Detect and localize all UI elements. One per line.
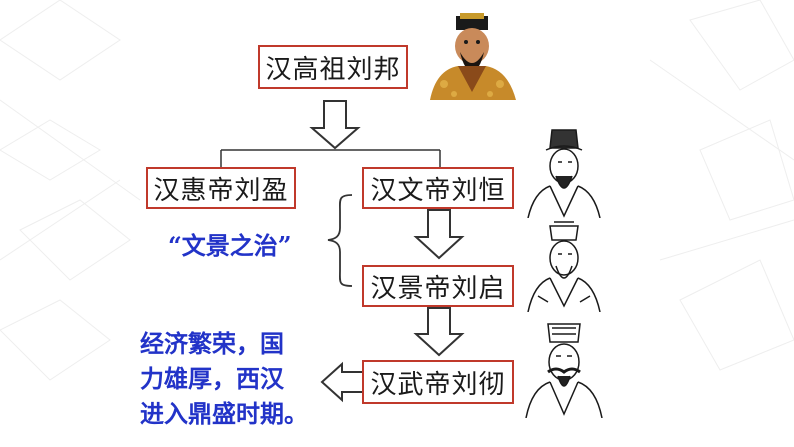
node-wudi-label: 汉武帝刘彻: [370, 369, 506, 400]
branch-connector: [220, 149, 441, 170]
node-gaozu: 汉高祖刘邦: [258, 45, 408, 89]
node-wendi-label: 汉文帝刘恒: [370, 175, 506, 206]
summary-note: 经济繁荣，国 力雄厚，西汉 进入鼎盛时期。: [140, 326, 330, 431]
hollow-down-arrow: [309, 100, 361, 150]
node-wudi: 汉武帝刘彻: [362, 360, 514, 404]
era-label: “文景之治”: [168, 231, 292, 260]
node-jingdi: 汉景帝刘启: [362, 265, 514, 307]
node-huidi-label: 汉惠帝刘盈: [153, 175, 289, 206]
summary-line: 进入鼎盛时期。: [140, 399, 308, 428]
node-jingdi-label: 汉景帝刘启: [370, 273, 506, 304]
slide-footer: [0, 437, 794, 447]
node-gaozu-label: 汉高祖刘邦: [265, 54, 401, 85]
node-wendi: 汉文帝刘恒: [362, 167, 514, 209]
node-huidi: 汉惠帝刘盈: [146, 167, 296, 209]
portrait-gaozu-image: [420, 12, 524, 100]
hollow-down-arrow: [413, 307, 465, 357]
portrait-jingdi-image: [527, 221, 601, 312]
portrait-wendi-image: [527, 129, 601, 218]
summary-line: 力雄厚，西汉: [140, 364, 284, 393]
portrait-wudi-image: [525, 323, 603, 418]
summary-line: 经济繁荣，国: [140, 329, 284, 358]
hollow-down-arrow: [413, 209, 465, 260]
left-curly-brace: [327, 194, 353, 287]
